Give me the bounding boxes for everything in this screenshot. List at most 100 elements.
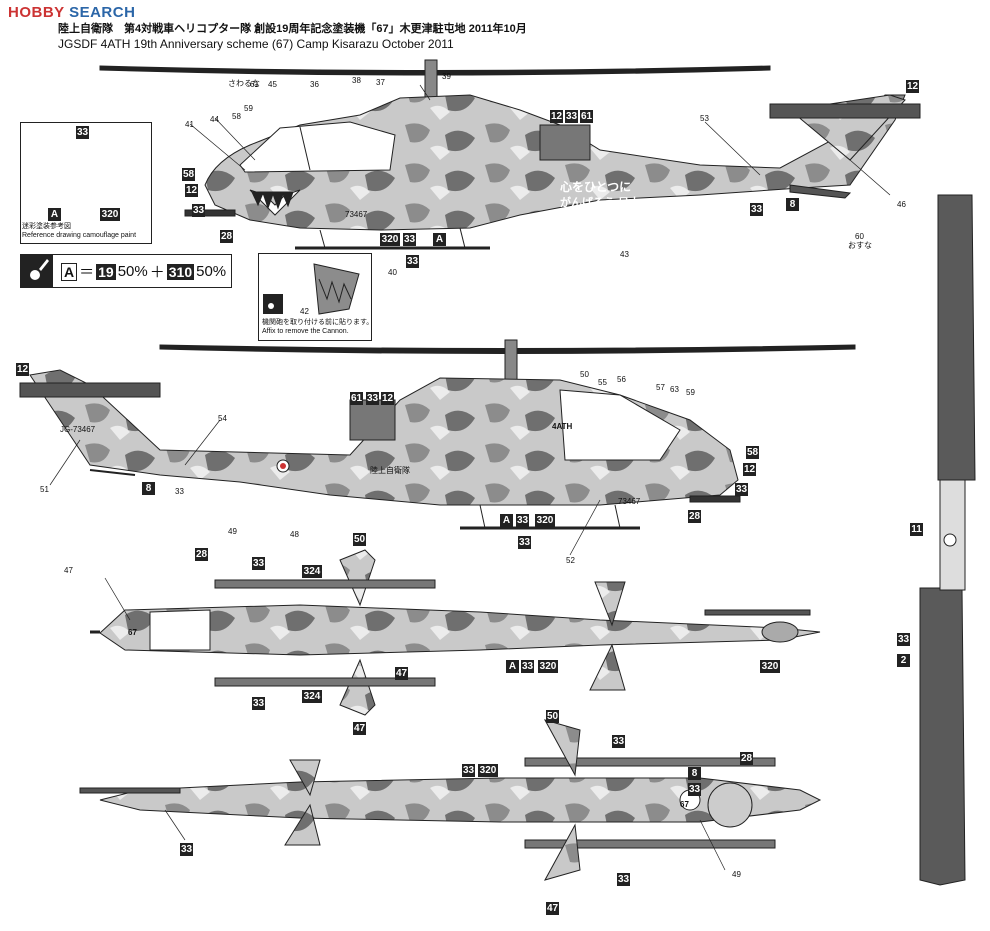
callout: 44	[210, 115, 219, 124]
callout-badge: 320	[478, 764, 498, 777]
vath-marking: 4ATH	[552, 422, 573, 431]
callout-badge: 47	[546, 902, 559, 915]
tail-serial-marking: JG-73467	[60, 425, 96, 434]
cannon-note-box	[258, 253, 372, 341]
callout: 38	[352, 76, 361, 85]
watermark-logo: HOBBY SEARCH	[8, 4, 136, 21]
callout-badge: 33	[252, 557, 265, 570]
mix-plus: ＋	[149, 264, 165, 281]
callout-badge: 33	[735, 483, 748, 496]
side-view-left	[19, 339, 856, 530]
cannon-part-42: 42	[300, 307, 309, 316]
callout: 52	[566, 556, 575, 565]
callout-badge: 33	[192, 204, 205, 217]
callout-badge: 33	[518, 536, 531, 549]
callout-badge: 58	[746, 446, 759, 459]
callout-badge: 33	[617, 873, 630, 886]
callout: 59	[244, 104, 253, 113]
slogan-marking-1: 心をひとつに	[560, 180, 632, 194]
ref-label-a: A	[48, 208, 61, 221]
callout: 50	[580, 370, 589, 379]
callout-badge: 61	[580, 110, 593, 123]
callout-badge: 33	[462, 764, 475, 777]
callout-badge: 33	[406, 255, 419, 268]
mix-pct-2: 50%	[196, 263, 227, 280]
callout: 51	[40, 485, 49, 494]
leader-lines	[49, 84, 891, 871]
callout-badge: 12	[743, 463, 756, 476]
callout-badge: 8	[142, 482, 155, 495]
callout-badge: 12	[550, 110, 563, 123]
callout-badge: 33	[897, 633, 910, 646]
callout: 53	[700, 114, 709, 123]
serial-marking: 73467	[345, 210, 368, 219]
mix-color-19: 19	[96, 263, 116, 280]
plan-view-top	[90, 549, 821, 716]
header-title-en: JGSDF 4ATH 19th Anniversary scheme (67) …	[58, 37, 454, 51]
callout-badge: 47	[395, 667, 408, 680]
callout: 43	[620, 250, 629, 259]
mix-eq: ＝	[79, 264, 95, 281]
plan-view-bottom	[79, 719, 822, 881]
callout-badge: 33	[612, 735, 625, 748]
callout: 57	[656, 383, 665, 392]
callout: 59	[686, 388, 695, 397]
callout-badge: 61	[350, 392, 363, 405]
callout: 56	[617, 375, 626, 384]
callout: 36	[310, 80, 319, 89]
callout-badge: 320	[538, 660, 558, 673]
header-title-jp: 陸上自衛隊 第4対戦車ヘリコプター隊 創設19周年記念塗装機「67」木更津駐屯地…	[58, 23, 527, 35]
callout-badge: 324	[302, 690, 322, 703]
callout: 63	[670, 385, 679, 394]
callout-badge: 12	[381, 392, 394, 405]
callout: 33	[175, 487, 184, 496]
callout-badge: 33	[516, 514, 529, 527]
callout-badge: A	[433, 233, 446, 246]
callout-badge: 2	[897, 654, 910, 667]
callout: 40	[388, 268, 397, 277]
ref-color-33: 33	[76, 126, 89, 139]
camouflage-reference-box	[20, 122, 152, 244]
slogan-marking-2: がんばろう 日本!	[560, 197, 644, 209]
callout-badge: 33	[688, 783, 701, 796]
callout-badge: A	[500, 514, 513, 527]
callout: 37	[376, 78, 385, 87]
front-view	[919, 194, 976, 886]
callout-badge: 320	[380, 233, 400, 246]
callout-badge: 58	[182, 168, 195, 181]
callout: 60	[855, 232, 864, 241]
callout: 55	[598, 378, 607, 387]
callout: 39	[442, 72, 451, 81]
paint-drop-icon	[21, 255, 53, 287]
fuselage-code: 73467	[618, 497, 641, 506]
callout-badge: 50	[546, 710, 559, 723]
callout: 49	[228, 527, 237, 536]
callout: 46	[897, 200, 906, 209]
callout-badge: 11	[910, 523, 923, 536]
color-mix-formula: A ＝ 19 50% ＋ 310 50%	[20, 254, 232, 288]
callout-badge: 33	[750, 203, 763, 216]
callout: 61	[250, 80, 259, 89]
callout-badge: 12	[906, 80, 919, 93]
callout: 45	[268, 80, 277, 89]
bottom-view-code: 67	[680, 800, 689, 809]
side-view-right	[99, 59, 921, 250]
callout-badge: 320	[760, 660, 780, 673]
ref-color-320: 320	[100, 208, 120, 221]
callout-badge: 33	[521, 660, 534, 673]
mix-color-310: 310	[166, 263, 195, 280]
callout-badge: 33	[565, 110, 578, 123]
callout-badge: 33	[366, 392, 379, 405]
callout-badge: A	[506, 660, 519, 673]
callout-badge: 12	[16, 363, 29, 376]
callout-badge: 320	[535, 514, 555, 527]
nose-note: さわるな	[228, 79, 260, 88]
top-view-code: 67	[128, 628, 137, 637]
callout-badge: 33	[180, 843, 193, 856]
callout: 49	[732, 870, 741, 879]
callout: 47	[64, 566, 73, 575]
shark-mouth-decal	[263, 263, 360, 315]
step-note: おすな	[848, 241, 872, 250]
callout: 58	[232, 112, 241, 121]
unit-marking: 陸上自衛隊	[370, 466, 410, 475]
